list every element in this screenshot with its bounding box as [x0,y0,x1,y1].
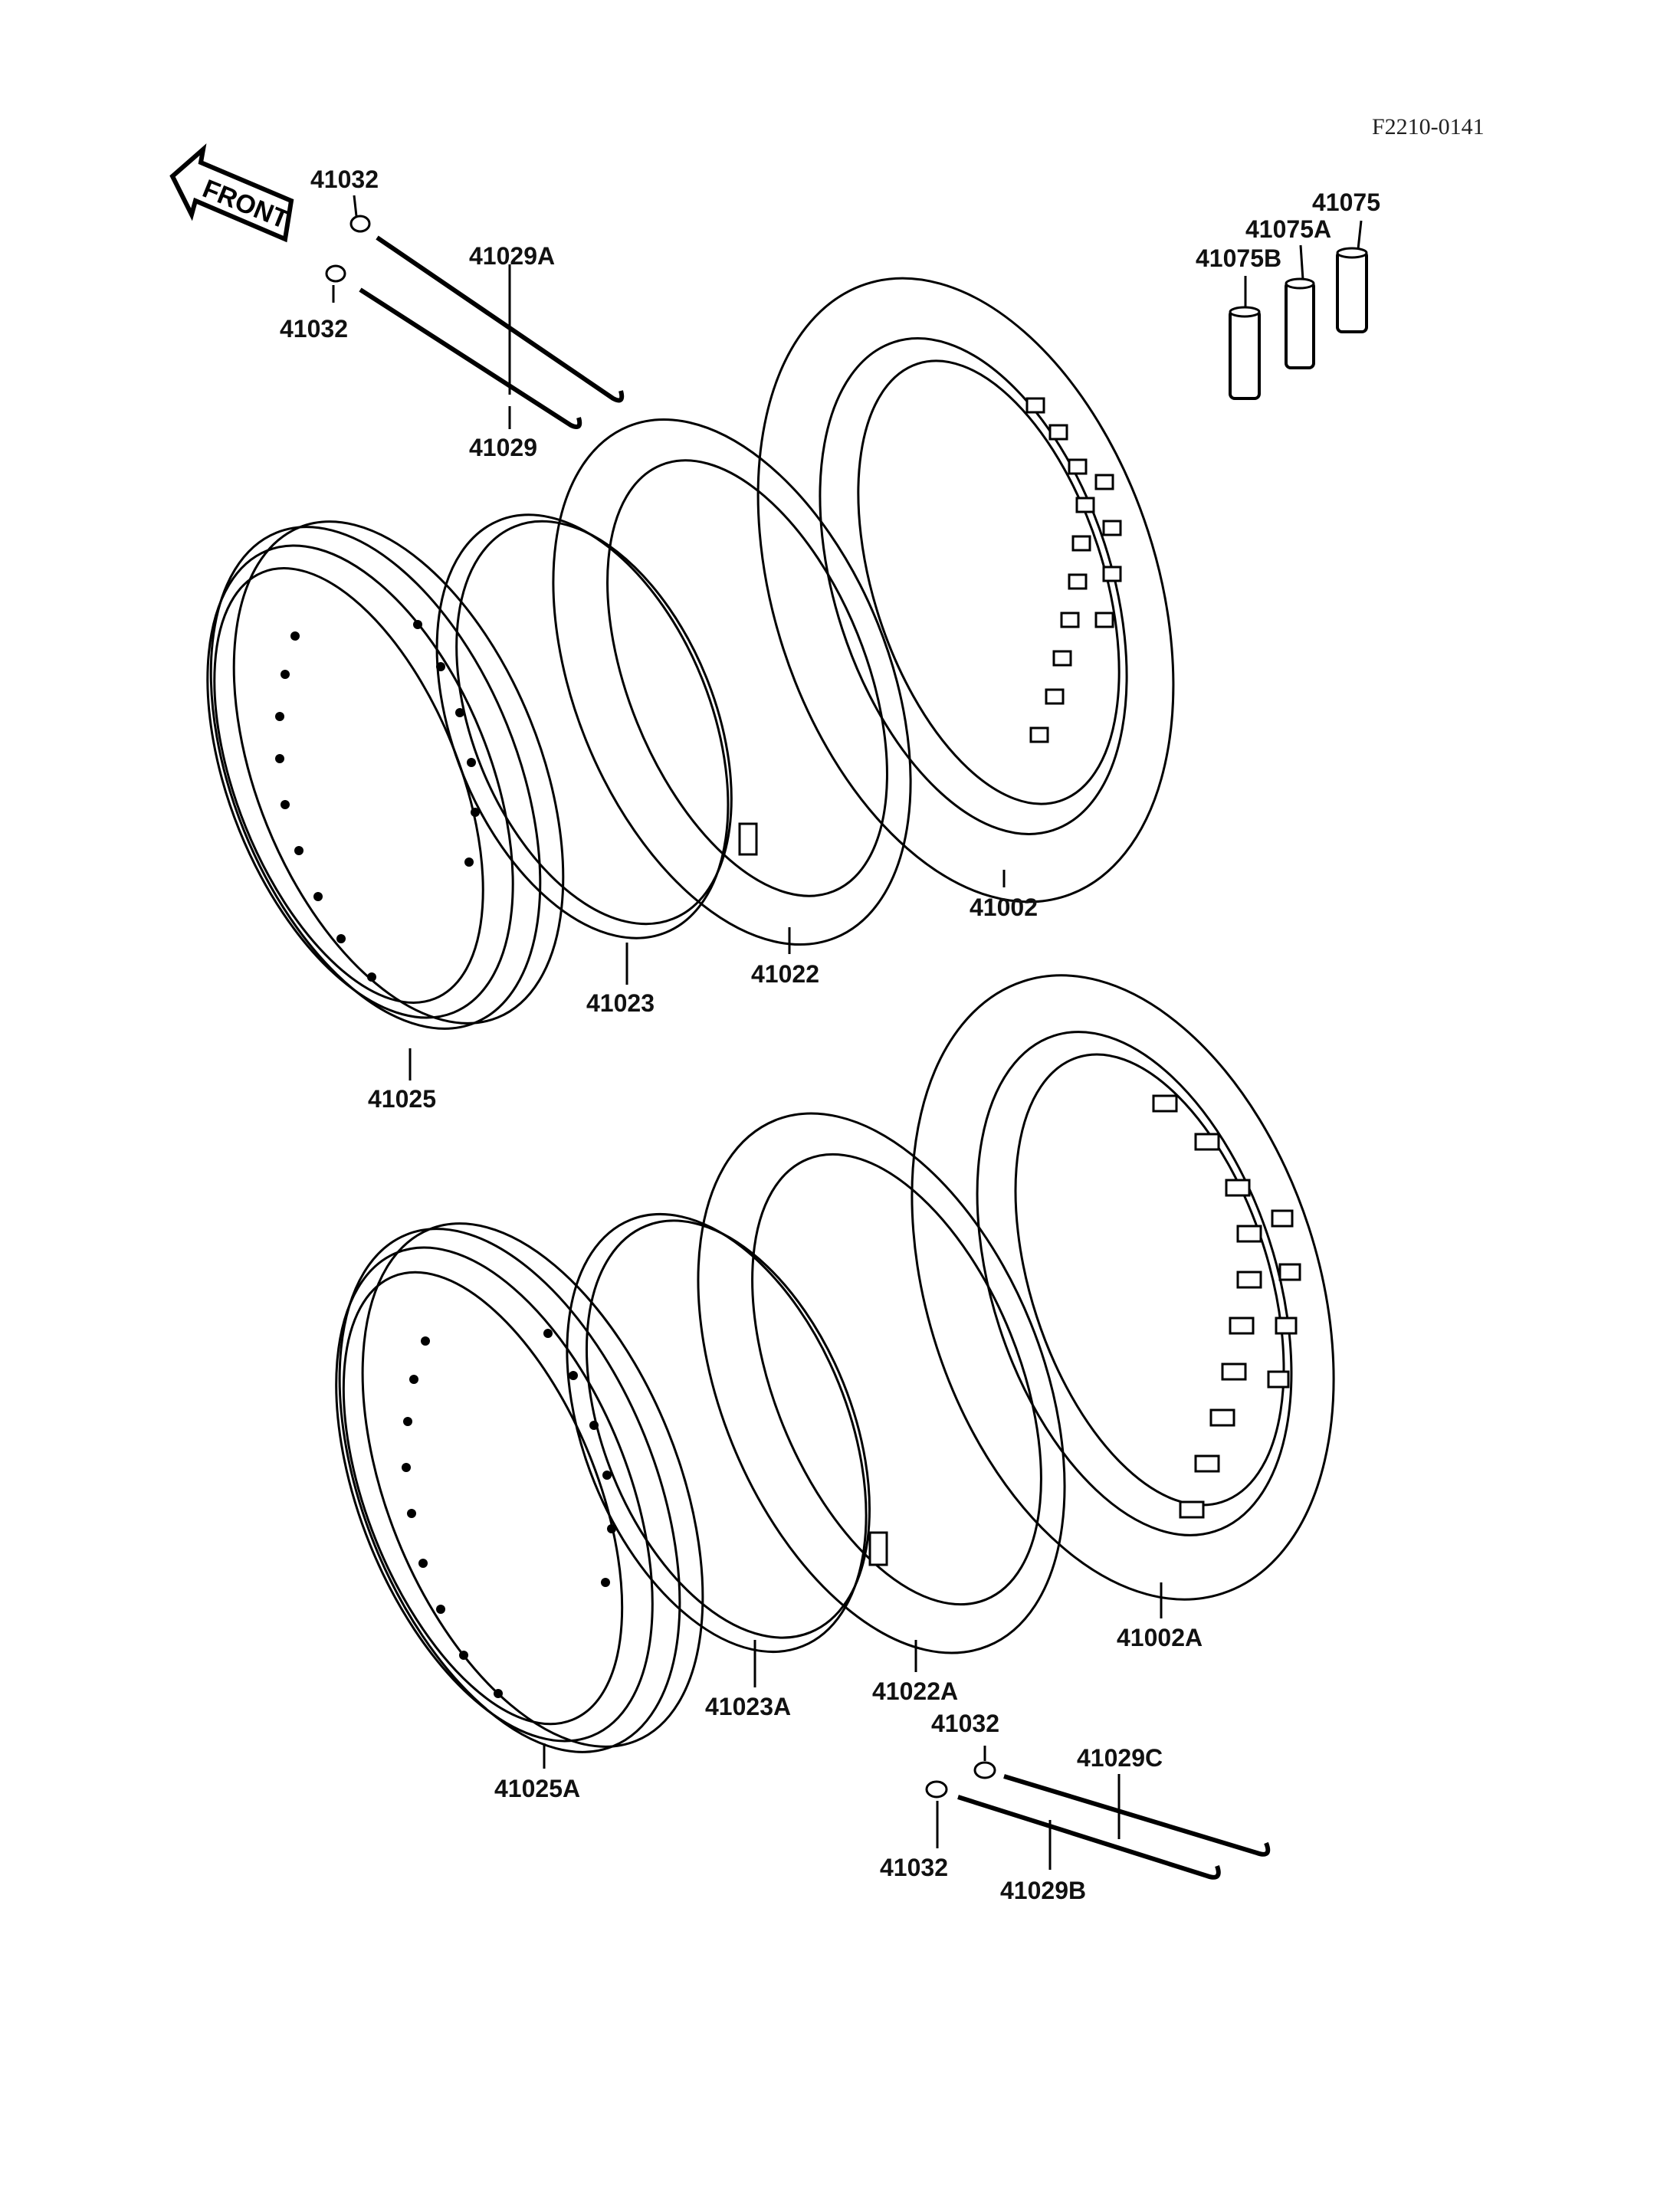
label-41029A: 41029A [469,242,555,270]
front-arrow-icon: FRONT [169,143,294,243]
label-41002: 41002 [970,894,1038,921]
valve-icon [738,822,758,856]
spoke-41029 [325,264,582,429]
spoke-41029C [973,1761,1271,1857]
leader-lines-bottom [543,1582,1163,1870]
label-41022: 41022 [751,960,819,988]
label-41025A: 41025A [494,1775,580,1802]
spoke-41029A [349,215,625,403]
label-41032-bot-b: 41032 [880,1854,948,1881]
label-41023A: 41023A [705,1693,791,1720]
label-41022A: 41022A [872,1677,958,1705]
valve-cap-41075A [1285,277,1315,369]
tire-41002 [756,277,1175,903]
rim-band-41023A [566,1212,871,1654]
label-41075: 41075 [1312,189,1380,216]
tire-41002A [911,974,1335,1601]
rim-41025 [206,520,565,1030]
rim-band-41023 [435,513,733,939]
label-41002A: 41002A [1117,1624,1203,1651]
tube-41022 [552,418,912,946]
label-41029C: 41029C [1077,1744,1163,1772]
valve-cap-41075 [1336,247,1368,333]
label-41025: 41025 [368,1085,436,1113]
tube-41022A [697,1112,1066,1654]
valve-icon [868,1531,888,1566]
label-41023: 41023 [586,989,655,1017]
valve-cap-41075B [1229,306,1261,400]
label-41075A: 41075A [1245,215,1331,243]
label-41032-top-b: 41032 [280,315,348,343]
rim-41025A [335,1222,704,1753]
label-41075B: 41075B [1196,244,1281,272]
label-41029B: 41029B [1000,1877,1086,1904]
leader-lines-top [332,195,1363,1080]
label-41032-top-a: 41032 [310,166,379,193]
spoke-41029B [925,1780,1221,1880]
diagram-code: F2210-0141 [1372,114,1485,139]
label-41029: 41029 [469,434,537,461]
label-41032-bot-a: 41032 [931,1710,999,1737]
